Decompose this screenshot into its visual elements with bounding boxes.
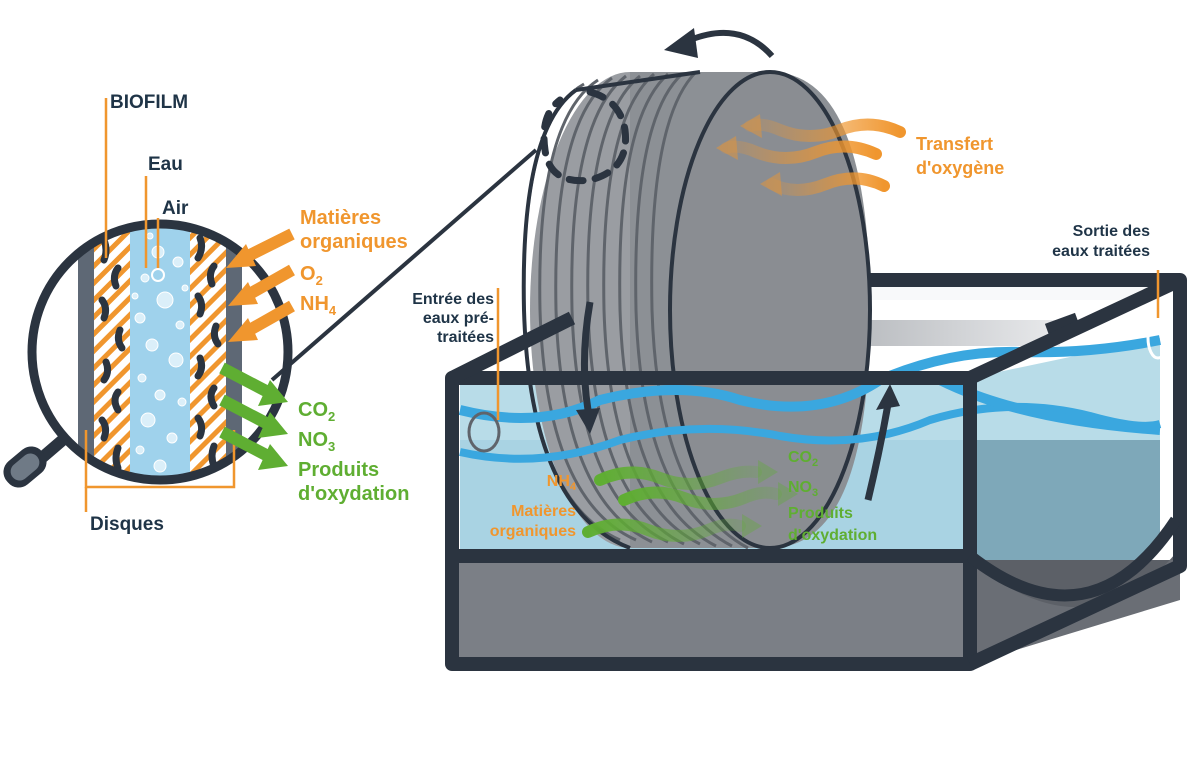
label-sortie-1: Sortie des <box>1073 223 1150 240</box>
arrow-in-2 <box>228 264 295 306</box>
disc-left <box>78 224 94 480</box>
label-matieres-2: organiques <box>300 231 408 253</box>
rotation-arrow-up <box>864 384 900 501</box>
oxygen-transfer-waves <box>720 118 906 196</box>
trough-curve <box>966 516 1182 602</box>
rotation-arrow-down <box>576 301 600 434</box>
label-sortie-2: eaux traitées <box>1052 243 1150 260</box>
label-water-produits-2: d'oxydation <box>788 527 877 544</box>
label-co2: CO2 <box>298 399 335 424</box>
arrow-out-1 <box>219 362 288 406</box>
label-water-matieres-2: organiques <box>490 523 576 540</box>
water-product-waves <box>582 465 782 542</box>
label-no3: NO3 <box>298 429 335 454</box>
inlet-ring <box>467 411 501 453</box>
magnifier-rim <box>27 219 293 485</box>
arrow-out-2 <box>219 394 288 438</box>
label-air: Air <box>162 198 189 219</box>
rotating-disc <box>521 70 872 550</box>
shaft-bearing <box>1044 312 1080 336</box>
air-bubbles <box>131 232 189 473</box>
label-eau: Eau <box>148 154 183 175</box>
label-disques: Disques <box>90 514 164 535</box>
disques-bracket <box>84 430 236 512</box>
label-nh4: NH4 <box>300 293 337 318</box>
water-side <box>970 440 1160 560</box>
tank-frame <box>445 273 1187 671</box>
magnifier <box>3 219 293 488</box>
disc-right <box>226 224 242 480</box>
rotation-arrow-top <box>664 28 775 59</box>
label-matieres-1: Matières <box>300 207 381 229</box>
label-water-nh4: NH4 <box>547 473 577 493</box>
arrow-in-3 <box>228 300 295 342</box>
label-entree-3: traitées <box>437 329 494 346</box>
label-produits-1: Produits <box>298 459 379 481</box>
zoom-connector <box>270 148 538 382</box>
label-transfert-1: Transfert <box>916 134 993 154</box>
label-transfert-2: d'oxygène <box>916 158 1004 178</box>
zoom-output-arrows <box>219 362 288 470</box>
arrow-in-1 <box>226 228 295 268</box>
zoom-input-arrows <box>226 228 295 342</box>
label-o2: O2 <box>300 263 323 288</box>
zoom-leaders <box>104 98 160 270</box>
label-water-no3: NO3 <box>788 479 818 499</box>
label-water-produits-1: Produits <box>788 505 853 522</box>
zoom-spot <box>540 88 630 185</box>
label-produits-2: d'oxydation <box>298 483 409 505</box>
label-biofilm: BIOFILM <box>110 92 188 113</box>
biofilm-left <box>94 224 130 480</box>
label-water-matieres-1: Matières <box>511 503 576 520</box>
arrow-out-3 <box>219 426 288 470</box>
label-entree-1: Entrée des <box>412 291 494 308</box>
tank-front-lower <box>452 560 970 664</box>
label-entree-2: eaux pré- <box>423 310 494 327</box>
label-water-co2: CO2 <box>788 449 818 469</box>
